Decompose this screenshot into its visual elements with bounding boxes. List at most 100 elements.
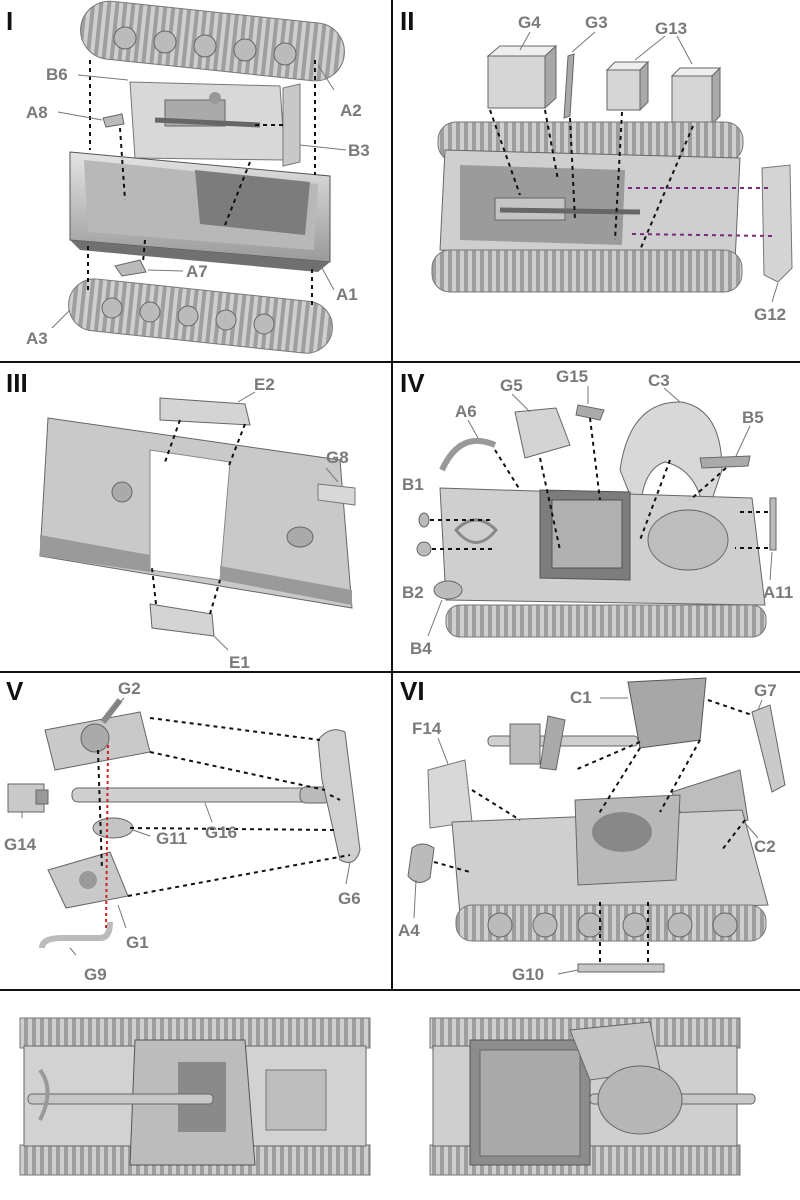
divider-row-1 (0, 361, 800, 363)
step-6-artwork (407, 677, 786, 975)
step-2-artwork (431, 31, 793, 303)
label-a7: A7 (186, 262, 208, 281)
step-6-guides (433, 699, 753, 962)
step-3-number: III (6, 368, 28, 398)
divider-vertical-top (391, 0, 393, 990)
label-c2: C2 (754, 837, 776, 856)
part-a8 (102, 113, 125, 128)
sight-g14 (7, 783, 49, 813)
fighting-compartment-b6 (129, 81, 286, 161)
rod-g3 (563, 53, 575, 119)
step-4-artwork (416, 386, 777, 638)
label-g11: G11 (156, 829, 188, 848)
step-1-number: I (6, 6, 14, 36)
step-1-artwork (51, 0, 347, 354)
label-g12: G12 (754, 305, 787, 324)
part-b2 (416, 541, 432, 557)
label-b4: B4 (410, 639, 432, 658)
label-g10: G10 (512, 965, 545, 984)
label-b2: B2 (402, 583, 424, 602)
hull-floor-g8 (39, 417, 356, 609)
gun-assembly-step-6 (487, 715, 639, 771)
label-g16: G16 (205, 823, 238, 842)
label-b3: B3 (348, 141, 370, 160)
track-a3 (68, 278, 333, 354)
label-g7: G7 (754, 681, 777, 700)
divider-row-3 (0, 989, 800, 991)
label-b5: B5 (742, 408, 764, 427)
track-a2 (80, 0, 345, 82)
plate-g11 (92, 817, 134, 839)
label-b1: B1 (402, 475, 424, 494)
step-5-number: V (6, 676, 24, 706)
hull-a1 (69, 151, 331, 272)
part-b1 (418, 512, 430, 528)
label-g8: G8 (326, 448, 349, 467)
label-g6: G6 (338, 889, 361, 908)
label-a4: A4 (398, 921, 420, 940)
rod-a11 (769, 497, 777, 551)
grille-f14 (427, 759, 473, 829)
label-e2: E2 (254, 375, 275, 394)
label-c1: C1 (570, 688, 592, 707)
label-g2: G2 (118, 679, 141, 698)
gun-mantlet-g5 (514, 407, 571, 459)
step-4-number: IV (400, 368, 425, 398)
part-g15 (575, 404, 605, 421)
label-a8: A8 (26, 103, 48, 122)
label-g5: G5 (500, 376, 523, 395)
part-b5 (699, 455, 751, 469)
label-a1: A1 (336, 285, 358, 304)
step-5-guides (97, 717, 351, 897)
ammo-rack-g4 (486, 44, 558, 110)
shield-g6 (317, 729, 361, 863)
label-a11: A11 (763, 583, 794, 602)
breech-g2 (44, 698, 151, 771)
step-6-number: VI (400, 676, 425, 706)
label-g13: G13 (655, 19, 688, 38)
label-a6: A6 (455, 402, 477, 421)
label-f14: F14 (412, 719, 442, 738)
divider-row-2 (0, 671, 800, 673)
barrel-g16 (71, 786, 333, 804)
label-g1: G1 (126, 933, 149, 952)
handrail-a6 (439, 438, 497, 472)
step-4-guides (430, 417, 768, 551)
panel-b3 (282, 83, 301, 167)
label-a3: A3 (26, 329, 48, 348)
hull-assembly-2 (431, 121, 744, 293)
step-3-artwork (39, 391, 356, 651)
panel-g12 (761, 164, 793, 283)
label-g14: G14 (4, 835, 37, 854)
label-g15: G15 (556, 367, 589, 386)
rail-g10 (577, 963, 665, 973)
label-b6: B6 (46, 65, 68, 84)
label-c3: C3 (648, 371, 670, 390)
label-e1: E1 (229, 653, 250, 672)
step-2-guides (489, 109, 694, 251)
plate-e1 (149, 603, 215, 637)
ammo-rack-g13b (670, 66, 722, 126)
label-a2: A2 (340, 101, 362, 120)
step-3-guides (151, 419, 246, 615)
handle-g9 (39, 921, 113, 949)
finished-view-left (19, 1017, 371, 1176)
label-g4: G4 (518, 13, 541, 32)
mount-g1 (47, 851, 129, 909)
shield-c3 (619, 401, 723, 521)
shield-c1 (627, 677, 707, 749)
step-2-number: II (400, 6, 415, 36)
ammo-rack-g13a (605, 60, 650, 112)
step-1-guides (87, 60, 316, 305)
vehicle-step-4 (433, 487, 767, 638)
shield-g7 (751, 704, 786, 793)
vehicle-step-6 (451, 794, 769, 942)
step-5-artwork (7, 697, 361, 956)
label-g3: G3 (585, 13, 608, 32)
part-a4 (407, 843, 435, 883)
finished-view-right (429, 1017, 756, 1176)
part-a7 (114, 259, 147, 277)
label-g9: G9 (84, 965, 107, 984)
